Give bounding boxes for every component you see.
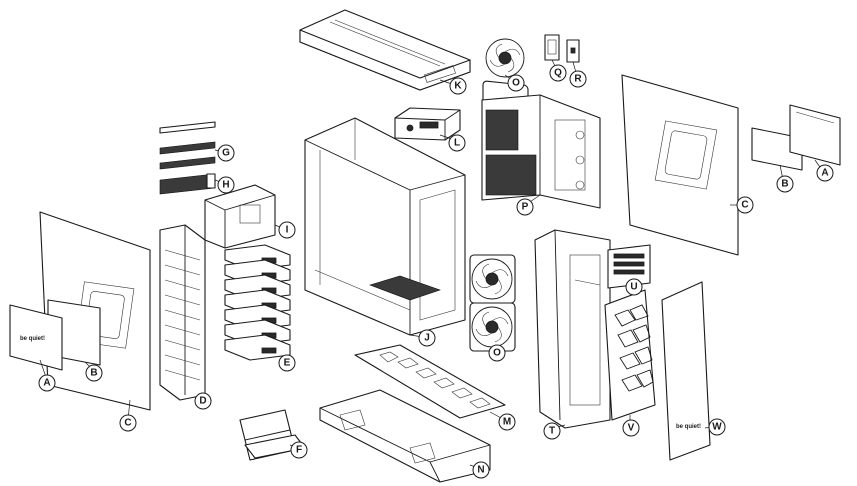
callout-label-J: J bbox=[424, 333, 430, 344]
part-drive-rack bbox=[159, 224, 206, 401]
part-side-panel-right bbox=[621, 74, 739, 256]
part-front-frame bbox=[534, 229, 611, 429]
callout-H: H bbox=[217, 176, 235, 194]
callout-label-B-left: B bbox=[90, 368, 97, 379]
part-bracket-q bbox=[544, 34, 560, 61]
callout-label-C-right: C bbox=[741, 200, 748, 211]
part-psu-shroud bbox=[481, 94, 601, 209]
callout-label-V: V bbox=[628, 423, 635, 434]
callout-O-top: O bbox=[507, 74, 525, 92]
part-hdd-trays bbox=[224, 244, 291, 361]
part-fan-front-upper bbox=[469, 254, 516, 304]
part-fan-front-lower bbox=[469, 302, 516, 352]
callout-C-right: C bbox=[736, 196, 754, 214]
callout-O-front: O bbox=[488, 344, 506, 362]
callout-A-right: A bbox=[816, 164, 834, 182]
part-bottom-filter bbox=[354, 344, 506, 419]
callout-label-R: R bbox=[574, 74, 582, 85]
callout-C-left: C bbox=[119, 414, 137, 432]
callout-label-O-front: O bbox=[493, 348, 501, 359]
part-front-door: be quiet! bbox=[661, 281, 711, 461]
callout-label-H: H bbox=[222, 180, 229, 191]
callout-label-M: M bbox=[503, 417, 511, 428]
callout-M: M bbox=[498, 413, 516, 431]
callout-T: T bbox=[543, 422, 561, 440]
part-pci-covers bbox=[159, 121, 216, 170]
callout-P: P bbox=[516, 198, 534, 216]
callout-J: J bbox=[418, 329, 436, 347]
callout-label-E: E bbox=[284, 358, 291, 369]
part-main-chassis bbox=[304, 117, 466, 336]
callout-label-D: D bbox=[199, 396, 206, 407]
callout-label-T: T bbox=[549, 426, 555, 437]
part-bracket-r bbox=[566, 39, 580, 63]
callout-K: K bbox=[449, 77, 467, 95]
callout-label-L: L bbox=[454, 138, 460, 149]
part-front-filter bbox=[604, 289, 656, 421]
callout-N: N bbox=[472, 461, 490, 479]
callout-label-Q: Q bbox=[554, 68, 562, 79]
part-slot-covers-mesh bbox=[159, 173, 216, 195]
callout-Q: Q bbox=[549, 64, 567, 82]
part-top-cover bbox=[299, 9, 471, 91]
callout-G: G bbox=[217, 144, 235, 162]
part-badge-panel-right bbox=[789, 104, 841, 166]
part-io-module bbox=[394, 107, 461, 141]
callout-B-right: B bbox=[776, 175, 794, 193]
callout-label-F: F bbox=[296, 445, 302, 456]
callout-label-A-left: A bbox=[43, 378, 50, 389]
part-badge-panel-left: be quiet! bbox=[9, 304, 63, 371]
callout-label-N: N bbox=[477, 465, 484, 476]
callout-B-left: B bbox=[85, 364, 103, 382]
callout-V: V bbox=[622, 419, 640, 437]
callout-label-B-right: B bbox=[781, 179, 788, 190]
part-vent-plate bbox=[607, 244, 651, 289]
callout-label-A-right: A bbox=[821, 168, 828, 179]
callout-label-U: U bbox=[630, 282, 637, 293]
brand-text-left: be quiet! bbox=[20, 336, 45, 342]
callout-D: D bbox=[194, 392, 212, 410]
callout-label-K: K bbox=[454, 81, 462, 92]
callout-I: I bbox=[278, 221, 296, 239]
callout-label-W: W bbox=[712, 422, 722, 433]
callout-L: L bbox=[448, 134, 466, 152]
callout-label-P: P bbox=[522, 202, 529, 213]
part-gpu-bracket bbox=[239, 409, 306, 461]
callout-label-C-left: C bbox=[124, 418, 131, 429]
part-bottom-base bbox=[319, 389, 491, 483]
callout-W: W bbox=[708, 418, 726, 436]
callout-label-I: I bbox=[286, 225, 289, 236]
callout-F: F bbox=[290, 441, 308, 459]
callout-E: E bbox=[278, 354, 296, 372]
callout-U: U bbox=[625, 278, 643, 296]
callout-label-O-top: O bbox=[512, 78, 520, 89]
callout-R: R bbox=[569, 70, 587, 88]
callout-label-G: G bbox=[222, 148, 230, 159]
callout-A-left: A bbox=[38, 374, 56, 392]
part-drive-cage bbox=[204, 184, 276, 249]
brand-text-front: be quiet! bbox=[676, 424, 701, 430]
